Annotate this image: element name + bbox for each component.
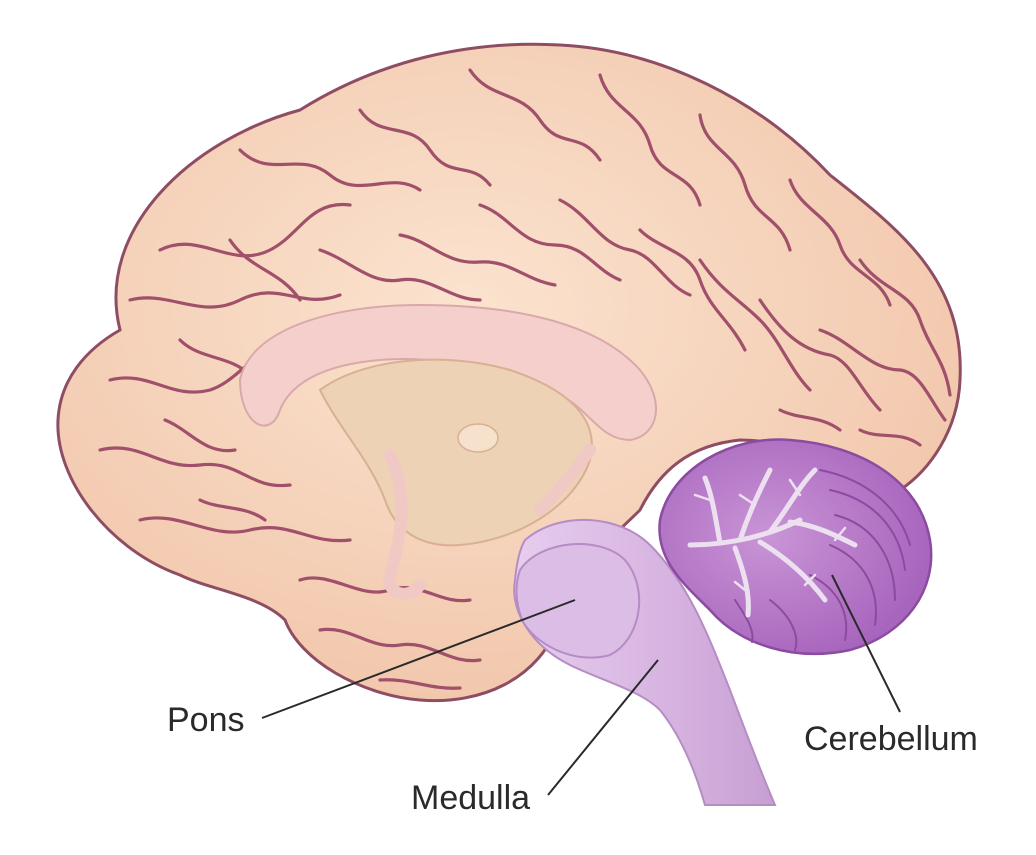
cerebellum-folia [734, 469, 911, 651]
leader-lines [261, 574, 901, 796]
fornix [383, 444, 596, 600]
cerebellum-leader-line [831, 574, 901, 713]
medulla-leader-line [547, 659, 659, 796]
medulla-label: Medulla [411, 779, 531, 817]
cerebellum [658, 438, 933, 656]
pons-leader-line [261, 599, 576, 719]
cerebellum-label: Cerebellum [804, 720, 978, 758]
corpus-callosum [238, 303, 657, 442]
arbor-vitae-twigs [693, 478, 847, 592]
thalamus [318, 358, 593, 547]
thalamus-nucleus [457, 423, 499, 453]
arbor-vitae [687, 467, 858, 618]
pons [515, 543, 641, 659]
pons-label: Pons [167, 701, 245, 739]
